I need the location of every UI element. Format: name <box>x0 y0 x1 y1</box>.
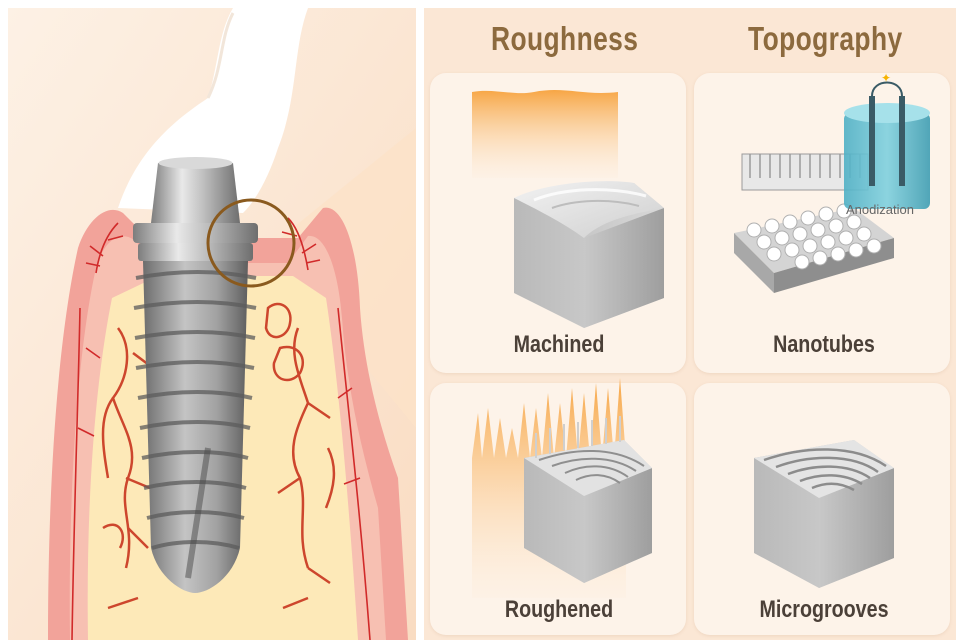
label-anodization: Anodization <box>840 202 920 217</box>
roughened-illustration <box>472 378 652 598</box>
machined-profile <box>472 90 618 178</box>
implant-illustration-panel <box>8 8 416 640</box>
machined-illustration <box>472 90 664 328</box>
caption-machined: Machined <box>498 331 621 359</box>
surface-modification-panel: ✦ <box>424 8 956 640</box>
surface-graphics: ✦ <box>424 8 956 640</box>
svg-text:✦: ✦ <box>881 71 891 85</box>
anodization-tank: ✦ <box>844 71 930 209</box>
caption-microgrooves: Microgrooves <box>754 596 893 624</box>
heading-roughness: Roughness <box>491 20 627 58</box>
heading-topography: Topography <box>748 20 900 58</box>
nanotubes-illustration: ✦ <box>734 71 930 293</box>
caption-roughened: Roughened <box>498 596 621 624</box>
caption-nanotubes: Nanotubes <box>763 331 886 359</box>
abutment <box>151 163 240 223</box>
implant-illustration <box>8 8 416 640</box>
microgrooves-illustration <box>754 440 894 588</box>
